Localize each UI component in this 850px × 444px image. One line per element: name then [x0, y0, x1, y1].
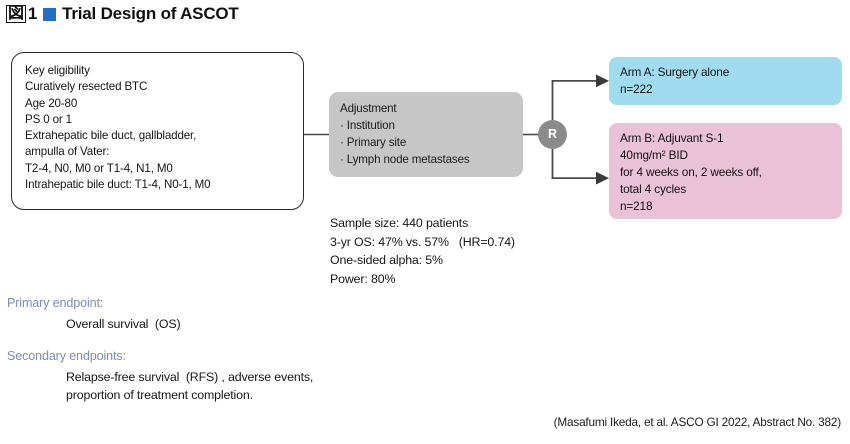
arm-a-box: Arm A: Surgery alone n=222	[609, 57, 842, 105]
arm-b-line: for 4 weeks on, 2 weeks off,	[620, 165, 762, 179]
statistics-line: One-sided alpha: 5%	[330, 253, 443, 267]
secondary-endpoint-line: proportion of treatment completion.	[66, 388, 253, 402]
blue-square-icon	[43, 7, 57, 21]
eligibility-line: ampulla of Vater:	[25, 145, 110, 159]
statistics-line: Sample size: 440 patients	[330, 216, 469, 230]
randomization-node: R	[538, 120, 567, 149]
eligibility-line: Age 20-80	[25, 96, 78, 110]
arm-b-line: total 4 cycles	[620, 182, 687, 196]
arm-a-line: Arm A: Surgery alone	[620, 65, 730, 79]
randomization-label: R	[547, 127, 558, 142]
figure-number: 1	[27, 4, 38, 23]
eligibility-line: Curatively resected BTC	[25, 80, 148, 94]
secondary-endpoint-heading: Secondary endpoints:	[7, 349, 126, 363]
adjustment-item: · Primary site	[340, 136, 407, 149]
adjustment-item: · Lymph node metastases	[340, 153, 470, 166]
secondary-endpoint-line: Relapse-free survival (RFS) , adverse ev…	[66, 370, 314, 384]
statistics-block: Sample size: 440 patients 3-yr OS: 47% v…	[330, 214, 515, 288]
arm-b-line: n=218	[620, 199, 653, 213]
arm-a-line: n=222	[620, 82, 653, 96]
page-title: 図 1 Trial Design of ASCOT	[6, 4, 239, 24]
adjustment-heading: Adjustment	[340, 102, 397, 115]
page-title-text: Trial Design of ASCOT	[62, 4, 239, 23]
figure-glyph-icon: 図	[6, 5, 26, 23]
key-eligibility-box: Key eligibility Curatively resected BTC …	[11, 52, 304, 210]
primary-endpoint-line: Overall survival (OS)	[66, 317, 181, 331]
statistics-line: Power: 80%	[330, 271, 396, 286]
adjustment-item: · Institution	[340, 119, 395, 132]
primary-endpoint-body: Overall survival (OS)	[66, 315, 181, 333]
primary-endpoint-heading: Primary endpoint:	[7, 296, 104, 310]
eligibility-heading: Key eligibility	[25, 64, 90, 77]
eligibility-line: Extrahepatic bile duct, gallbladder,	[25, 129, 197, 143]
statistics-line: 3-yr OS: 47% vs. 57% (HR=0.74)	[330, 234, 515, 249]
eligibility-line: PS 0 or 1	[25, 112, 72, 126]
adjustment-box: Adjustment · Institution · Primary site …	[329, 92, 523, 177]
secondary-endpoint-body: Relapse-free survival (RFS) , adverse ev…	[66, 368, 313, 404]
source-citation: (Masafumi Ikeda, et al. ASCO GI 2022, Ab…	[553, 415, 842, 429]
eligibility-line: Intrahepatic bile duct: T1-4, N0-1, M0	[25, 178, 211, 192]
arm-b-line: Arm B: Adjuvant S-1	[620, 131, 724, 145]
eligibility-line: T2-4, N0, M0 or T1-4, N1, M0	[25, 161, 173, 175]
arm-b-box: Arm B: Adjuvant S-1 40mg/m² BID for 4 we…	[609, 123, 842, 219]
arm-b-line: 40mg/m² BID	[620, 148, 688, 162]
